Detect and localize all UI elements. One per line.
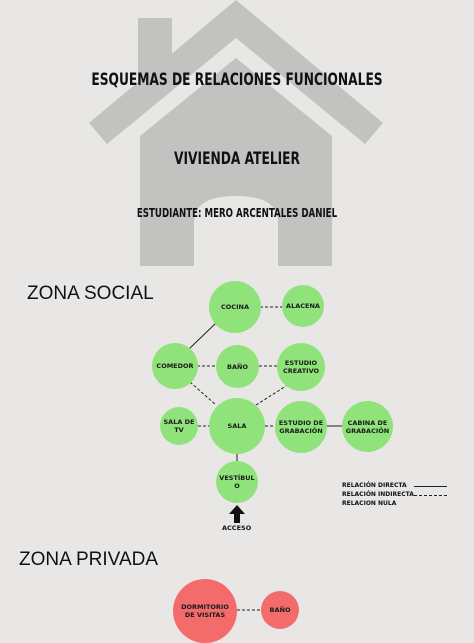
node-estudio-creativo: ESTUDIO CREATIVO bbox=[277, 343, 325, 391]
project-title: VIVIENDA ATELIER bbox=[174, 149, 300, 169]
node-cabina-grabacion: CABINA DE GRABACIÓN bbox=[342, 401, 393, 452]
legend-indirecta-label: RELACIÓN INDIRECTA bbox=[342, 491, 414, 498]
node-bano-privado: BAÑO bbox=[261, 591, 299, 629]
node-alacena: ALACENA bbox=[282, 285, 324, 327]
relation-sala-estudio-creativo bbox=[255, 385, 287, 406]
node-bano: BAÑO bbox=[216, 345, 259, 388]
node-sala: SALA bbox=[209, 398, 265, 454]
relation-cocina-comedor bbox=[187, 322, 217, 351]
legend-directa-label: RELACIÓN DIRECTA bbox=[342, 482, 407, 489]
legend-indirecta-line bbox=[414, 495, 447, 496]
zona-social-heading: ZONA SOCIAL bbox=[27, 283, 154, 304]
page-title: ESQUEMAS DE RELACIONES FUNCIONALES bbox=[91, 70, 383, 90]
node-comedor: COMEDOR bbox=[152, 343, 198, 389]
legend-directa-line bbox=[414, 486, 447, 487]
legend-nula-label: RELACION NULA bbox=[342, 500, 397, 507]
student-name: ESTUDIANTE: MERO ARCENTALES DANIEL bbox=[136, 206, 338, 220]
zona-privada-heading: ZONA PRIVADA bbox=[19, 549, 159, 570]
node-vestibulo: VESTÍBUL O bbox=[216, 461, 258, 503]
node-cocina: COCINA bbox=[209, 281, 261, 333]
access-label: ACCESO bbox=[222, 524, 252, 532]
node-estudio-grabacion: ESTUDIO DE GRABACIÓN bbox=[275, 401, 327, 453]
access-arrow-icon bbox=[229, 505, 245, 523]
node-sala-tv: SALA DE TV bbox=[160, 407, 198, 445]
node-dormitorio-visitas: DORMITORIO DE VISITAS bbox=[173, 579, 237, 643]
relation-comedor-sala bbox=[189, 381, 217, 406]
